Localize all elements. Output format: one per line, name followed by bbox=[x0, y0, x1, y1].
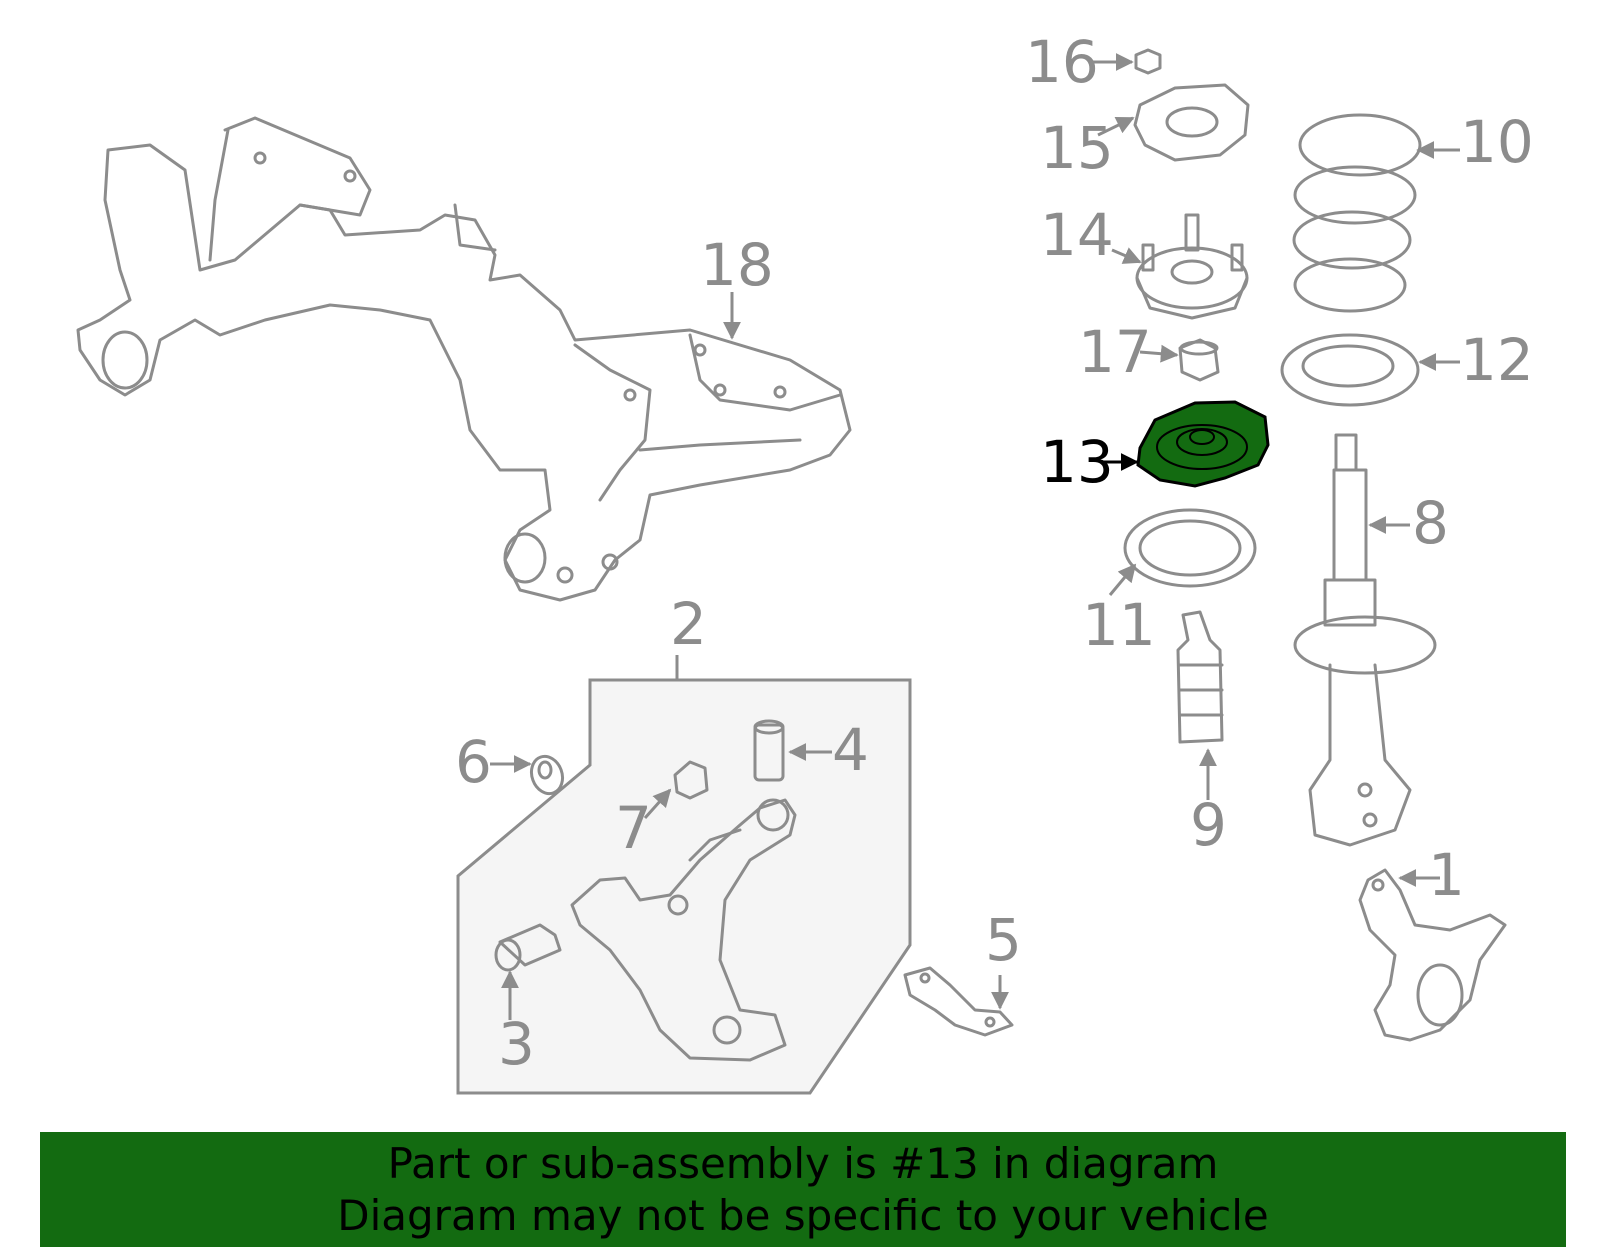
spring-seat-11 bbox=[1123, 508, 1257, 588]
nut-16 bbox=[1134, 48, 1162, 75]
callout-7: 7 bbox=[615, 794, 652, 862]
callout-1: 1 bbox=[1428, 841, 1465, 909]
strut-8 bbox=[1293, 433, 1437, 847]
steering-knuckle bbox=[1358, 868, 1507, 1042]
bushing-17 bbox=[1178, 338, 1220, 382]
coil-spring-10 bbox=[1292, 113, 1422, 313]
info-banner: Part or sub-assembly is #13 in diagram D… bbox=[40, 1132, 1566, 1247]
callout-16: 16 bbox=[1025, 28, 1099, 96]
callout-10: 10 bbox=[1460, 108, 1534, 176]
upper-mount-14 bbox=[1135, 213, 1249, 320]
banner-line-2: Diagram may not be specific to your vehi… bbox=[337, 1191, 1269, 1240]
callout-7-leader bbox=[643, 788, 672, 819]
callout-11-leader bbox=[1108, 563, 1137, 596]
nut-7 bbox=[673, 760, 709, 800]
callout-17-leader bbox=[1139, 344, 1179, 363]
callout-15: 15 bbox=[1040, 114, 1114, 182]
bump-stop-9 bbox=[1176, 610, 1224, 744]
callout-14-leader bbox=[1111, 247, 1142, 264]
washer-6 bbox=[529, 754, 565, 796]
bushing-3 bbox=[494, 923, 562, 972]
callout-12: 12 bbox=[1460, 326, 1534, 394]
callout-2: 2 bbox=[670, 590, 707, 658]
callout-18: 18 bbox=[700, 231, 774, 299]
callout-15-leader bbox=[1097, 116, 1135, 137]
callout-14: 14 bbox=[1040, 201, 1114, 269]
callout-13: 13 bbox=[1040, 428, 1114, 496]
callout-11: 11 bbox=[1082, 591, 1156, 659]
callout-8: 8 bbox=[1412, 489, 1449, 557]
subframe-crossmember bbox=[76, 116, 852, 602]
mount-plate-15 bbox=[1133, 83, 1250, 162]
banner-line-1: Part or sub-assembly is #13 in diagram bbox=[387, 1139, 1219, 1188]
strut-mount-13-highlighted[interactable] bbox=[1136, 400, 1270, 488]
callout-3: 3 bbox=[498, 1010, 535, 1078]
callout-17: 17 bbox=[1078, 318, 1152, 386]
callout-9: 9 bbox=[1190, 791, 1227, 859]
bracket-5 bbox=[903, 966, 1014, 1037]
callout-4: 4 bbox=[832, 716, 869, 784]
bushing-4 bbox=[753, 719, 785, 782]
lower-control-arm bbox=[570, 798, 797, 1062]
lower-control-arm-box bbox=[456, 678, 912, 1095]
spring-seat-12 bbox=[1280, 333, 1420, 407]
callout-6: 6 bbox=[455, 728, 492, 796]
callout-5: 5 bbox=[985, 906, 1022, 974]
